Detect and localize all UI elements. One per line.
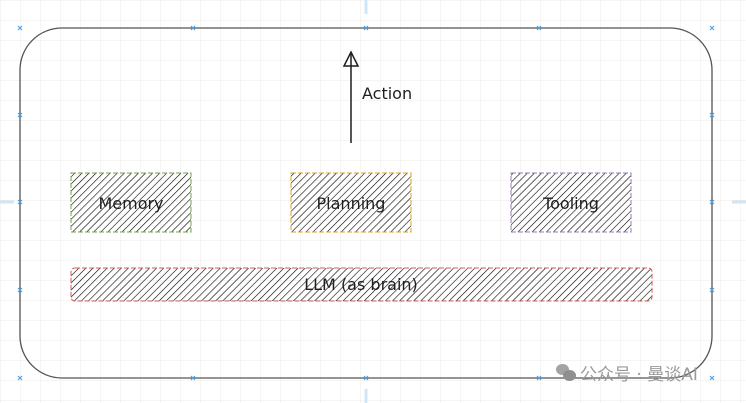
- resize-handle[interactable]: [709, 25, 715, 31]
- planning-label: Planning: [317, 194, 386, 213]
- resize-handle[interactable]: [709, 375, 715, 381]
- resize-handle[interactable]: [17, 199, 23, 205]
- watermark-text: 公众号 · 曼谈AI: [580, 365, 698, 385]
- resize-handle[interactable]: [709, 287, 715, 293]
- resize-handle[interactable]: [536, 25, 542, 31]
- resize-handle[interactable]: [190, 25, 196, 31]
- resize-handle[interactable]: [17, 25, 23, 31]
- box-llm[interactable]: LLM (as brain): [70, 267, 653, 302]
- memory-label: Memory: [98, 194, 163, 213]
- resize-handle[interactable]: [190, 375, 196, 381]
- resize-handle[interactable]: [17, 375, 23, 381]
- tooling-label: Tooling: [542, 194, 599, 213]
- watermark: 公众号 · 曼谈AI: [556, 360, 698, 385]
- resize-handle[interactable]: [709, 112, 715, 118]
- llm-label: LLM (as brain): [304, 275, 418, 294]
- action-arrow: [342, 50, 360, 143]
- resize-handle[interactable]: [709, 199, 715, 205]
- action-label: Action: [362, 84, 412, 103]
- resize-handle[interactable]: [17, 287, 23, 293]
- box-memory[interactable]: Memory: [70, 172, 192, 233]
- resize-handle[interactable]: [17, 112, 23, 118]
- resize-handle[interactable]: [363, 375, 369, 381]
- resize-handle[interactable]: [363, 25, 369, 31]
- resize-handle[interactable]: [536, 375, 542, 381]
- box-tooling[interactable]: Tooling: [510, 172, 632, 233]
- selection-handles[interactable]: [17, 25, 715, 381]
- wechat-icon: [556, 364, 576, 381]
- box-planning[interactable]: Planning: [290, 172, 412, 233]
